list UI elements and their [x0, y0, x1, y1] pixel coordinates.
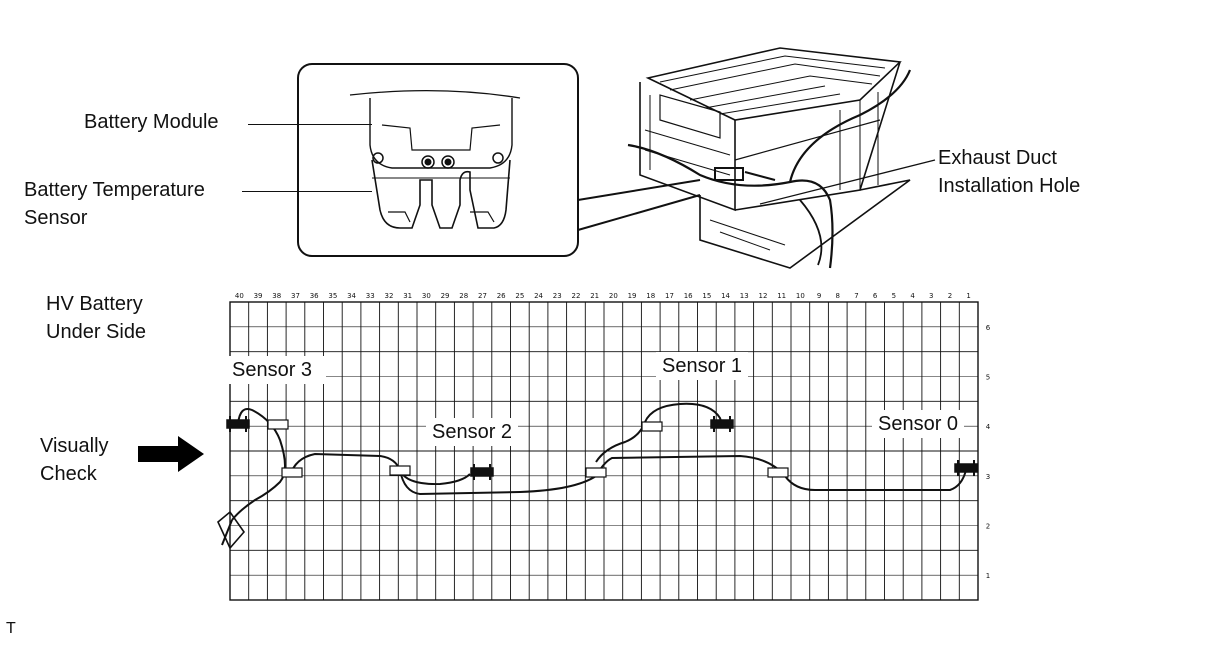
column-number: 34 [347, 292, 356, 300]
sensor-3-label: Sensor 3 [226, 356, 327, 384]
battery-pack-illustration [627, 47, 936, 269]
column-number: 19 [628, 292, 637, 300]
hv-battery-text-line2: Under Side [46, 321, 147, 343]
column-number: 36 [310, 292, 319, 300]
battery-temperature-sensor-leader [242, 191, 372, 192]
battery-module-text: Battery Module [84, 111, 219, 133]
column-number: 21 [590, 292, 599, 300]
column-number: 40 [235, 292, 244, 300]
column-number: 31 [403, 292, 412, 300]
exhaust-duct-label: Exhaust Duct Installation Hole [938, 144, 1080, 200]
row-number: 5 [986, 374, 990, 382]
harness-clamp [641, 421, 663, 432]
sensor-connectors [226, 416, 978, 480]
battery-module-leader [248, 124, 372, 125]
column-number: 2 [948, 292, 952, 300]
inset-frame [297, 63, 579, 257]
row-number: 3 [986, 473, 990, 481]
row-number: 4 [986, 423, 991, 431]
sensor-connector-clip [710, 416, 734, 432]
battery-module-label: Battery Module [84, 108, 219, 136]
row-number: 1 [986, 572, 990, 580]
column-number: 30 [422, 292, 431, 300]
column-number: 38 [272, 292, 281, 300]
inset-callout [297, 63, 701, 257]
column-number: 15 [702, 292, 711, 300]
column-number: 6 [873, 292, 878, 300]
column-number: 24 [534, 292, 543, 300]
column-number: 37 [291, 292, 300, 300]
sensor-2-label: Sensor 2 [426, 418, 519, 446]
column-number: 20 [609, 292, 618, 300]
column-number: 12 [758, 292, 767, 300]
visually-check-arrow [138, 436, 204, 472]
battery-temperature-sensor-text-line1: Battery Temperature [24, 179, 205, 201]
battery-temperature-sensor-text-line2: Sensor [24, 207, 88, 229]
column-number: 3 [929, 292, 933, 300]
column-number: 16 [684, 292, 693, 300]
exhaust-duct-text-line2: Installation Hole [938, 175, 1081, 197]
harness-clamp [585, 467, 607, 478]
harness-clamp [389, 465, 411, 476]
footer-mark: T [6, 620, 16, 637]
column-number: 27 [478, 292, 487, 300]
column-number: 7 [854, 292, 858, 300]
column-number: 35 [328, 292, 337, 300]
harness-clamp [267, 419, 289, 430]
sensor-connector-clip [226, 416, 250, 432]
column-number: 18 [646, 292, 655, 300]
column-number: 4 [910, 292, 915, 300]
sensor-0-label: Sensor 0 [872, 410, 965, 438]
hv-battery-underside-label: HV Battery Under Side [46, 290, 146, 346]
column-number: 28 [459, 292, 468, 300]
visually-check-text-line1: Visually [40, 435, 109, 457]
wire-harness [217, 402, 967, 550]
column-number: 23 [553, 292, 562, 300]
harness-clamp [281, 467, 303, 478]
column-number: 14 [721, 292, 730, 300]
column-number: 33 [366, 292, 375, 300]
sensor-connector-clip [470, 464, 494, 480]
column-number: 9 [817, 292, 821, 300]
column-number: 10 [796, 292, 805, 300]
column-number: 39 [254, 292, 263, 300]
column-number: 8 [836, 292, 840, 300]
column-number: 25 [515, 292, 524, 300]
column-number: 1 [966, 292, 970, 300]
column-number: 22 [571, 292, 580, 300]
harness-clamp [767, 467, 789, 478]
column-number: 32 [384, 292, 393, 300]
hv-battery-text-line1: HV Battery [46, 293, 143, 315]
sensor-1-label: Sensor 1 [656, 352, 749, 380]
column-number: 26 [497, 292, 506, 300]
column-number: 17 [665, 292, 674, 300]
sensor-connector-clip [954, 460, 978, 476]
column-number: 29 [441, 292, 450, 300]
column-number: 5 [892, 292, 896, 300]
row-number: 2 [986, 523, 990, 531]
column-number: 13 [740, 292, 749, 300]
column-number: 11 [777, 292, 786, 300]
exhaust-duct-text-line1: Exhaust Duct [938, 147, 1057, 169]
visually-check-label: Visually Check [40, 432, 109, 488]
battery-temperature-sensor-label: Battery Temperature Sensor [24, 176, 205, 232]
visually-check-text-line2: Check [40, 463, 97, 485]
row-number: 6 [986, 324, 991, 332]
